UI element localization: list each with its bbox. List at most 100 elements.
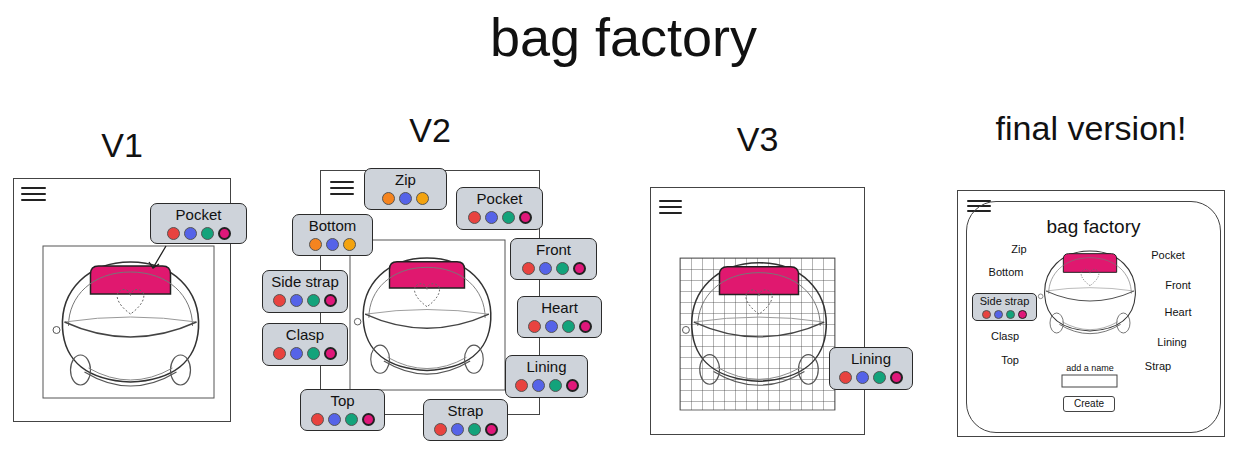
color-dot xyxy=(485,423,498,436)
color-dot xyxy=(399,192,412,205)
color-options xyxy=(522,262,586,275)
part-name: Pocket xyxy=(477,190,523,208)
color-dot xyxy=(1018,310,1027,319)
color-options xyxy=(167,227,231,240)
color-dot xyxy=(290,294,303,307)
part-label: Lining xyxy=(1157,336,1186,349)
part-label: Zip xyxy=(1011,243,1026,256)
color-options xyxy=(273,347,337,360)
part-callout: Lining xyxy=(829,347,913,390)
grid xyxy=(680,258,835,410)
part-label: add a name xyxy=(1066,363,1114,374)
part-callout: Strap xyxy=(423,399,508,441)
part-name: Top xyxy=(330,392,354,410)
color-dot xyxy=(562,320,575,333)
part-label: Bottom xyxy=(989,266,1024,279)
color-options xyxy=(468,211,532,224)
part-name: Lining xyxy=(851,350,891,368)
color-dot xyxy=(573,262,586,275)
part-callout: Front xyxy=(510,238,597,280)
part-label: Heart xyxy=(1165,306,1192,319)
color-dot xyxy=(545,320,558,333)
part-label: Clasp xyxy=(991,330,1019,343)
part-label: Pocket xyxy=(1151,249,1185,262)
color-options xyxy=(309,238,356,251)
color-dot xyxy=(556,262,569,275)
color-options xyxy=(273,294,337,307)
screen-heading: final version! xyxy=(996,109,1187,148)
color-options xyxy=(839,371,903,384)
color-dot xyxy=(519,211,532,224)
part-name: Side strap xyxy=(271,273,339,291)
part-callout: Bottom xyxy=(292,214,373,256)
color-dot xyxy=(532,379,545,392)
part-name: Clasp xyxy=(286,326,324,344)
color-dot xyxy=(502,211,515,224)
color-dot xyxy=(416,192,429,205)
screen-frame: V3 xyxy=(650,187,865,435)
page-title: bag factory xyxy=(490,6,757,68)
part-callout: Clasp xyxy=(262,323,348,366)
color-options xyxy=(515,379,579,392)
create-button: Create xyxy=(1063,396,1115,412)
part-callout: Side strap xyxy=(972,293,1037,321)
leader-line xyxy=(149,246,166,268)
part-callout: Pocket xyxy=(456,187,543,230)
part-label: Top xyxy=(1001,354,1019,367)
color-dot xyxy=(326,238,339,251)
color-dot xyxy=(856,371,869,384)
part-name: Pocket xyxy=(176,206,222,224)
part-name: Heart xyxy=(541,299,578,317)
color-options xyxy=(311,413,375,426)
color-dot xyxy=(273,294,286,307)
color-dot xyxy=(324,294,337,307)
color-options xyxy=(382,192,429,205)
color-dot xyxy=(309,238,322,251)
screen-heading: V1 xyxy=(101,126,143,165)
color-dot xyxy=(579,320,592,333)
part-label: Front xyxy=(1165,279,1191,292)
color-dot xyxy=(549,379,562,392)
color-dot xyxy=(434,423,447,436)
color-dot xyxy=(485,211,498,224)
part-name: Front xyxy=(536,241,571,259)
part-name: Strap xyxy=(448,402,484,420)
color-dot xyxy=(515,379,528,392)
color-dot xyxy=(307,294,320,307)
color-dot xyxy=(1006,310,1015,319)
color-dot xyxy=(566,379,579,392)
part-callout: Top xyxy=(300,389,385,431)
part-callout: Side strap xyxy=(262,270,348,313)
color-dot xyxy=(328,413,341,426)
color-dot xyxy=(839,371,852,384)
part-name: Lining xyxy=(526,358,566,376)
color-dot xyxy=(343,238,356,251)
color-dot xyxy=(539,262,552,275)
part-label: Strap xyxy=(1145,360,1171,373)
color-dot xyxy=(345,413,358,426)
color-dot xyxy=(522,262,535,275)
part-callout: Lining xyxy=(505,355,588,398)
screen-heading: V2 xyxy=(409,111,451,150)
color-dot xyxy=(311,413,324,426)
color-dot xyxy=(451,423,464,436)
color-dot xyxy=(167,227,180,240)
part-callout: Pocket xyxy=(150,203,247,244)
color-dot xyxy=(273,347,286,360)
color-dot xyxy=(324,347,337,360)
color-dot xyxy=(307,347,320,360)
bag-drawing xyxy=(1038,251,1135,334)
color-dot xyxy=(362,413,375,426)
preview-area xyxy=(43,246,214,398)
part-name: Create xyxy=(1074,398,1104,410)
part-name: Side strap xyxy=(980,295,1030,308)
color-dot xyxy=(201,227,214,240)
color-dot xyxy=(890,371,903,384)
color-dot xyxy=(528,320,541,333)
bag-drawing xyxy=(682,263,826,385)
color-dot xyxy=(290,347,303,360)
screen-heading: V3 xyxy=(737,120,779,159)
screen-heading: bag factory xyxy=(1047,216,1141,238)
